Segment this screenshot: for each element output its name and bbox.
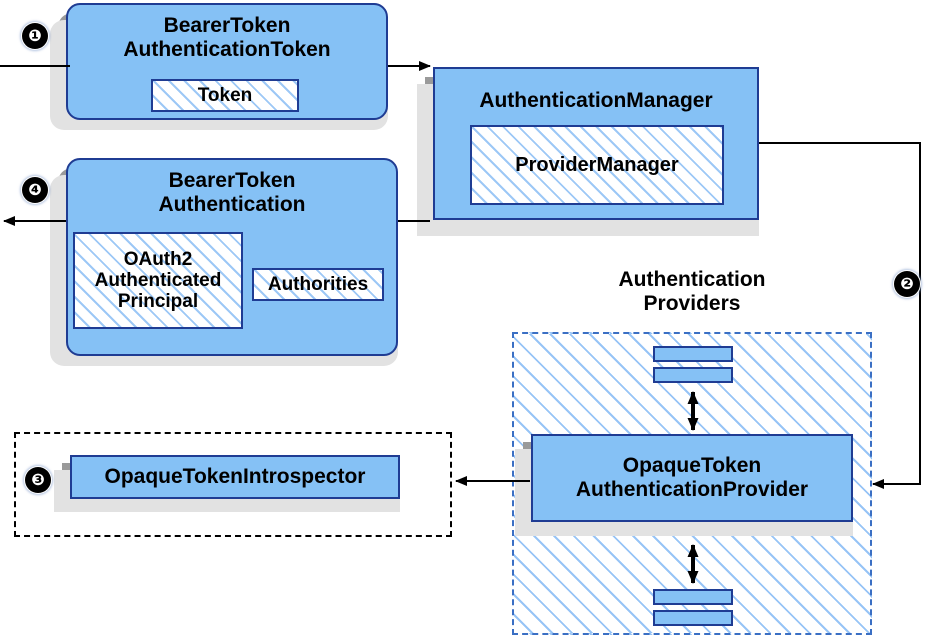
inner-token: Token xyxy=(151,79,299,112)
opaque-token-introspector-group xyxy=(14,432,452,537)
step-bullet-4: ❹ xyxy=(22,177,48,203)
bearer-token-authentication-line2: Authentication xyxy=(158,192,306,216)
authentication-providers-caption-line2: Providers xyxy=(643,291,741,315)
bearer-token-authentication-token-line2: AuthenticationToken xyxy=(123,37,331,61)
opaque-token-introspector-title: OpaqueTokenIntrospector xyxy=(104,465,366,489)
authentication-providers-caption-line1: Authentication xyxy=(618,268,766,291)
step-bullet-1: ❶ xyxy=(22,23,48,49)
provider-stack-bar-top-1 xyxy=(653,346,733,362)
authentication-providers-caption: Authentication Providers xyxy=(562,268,822,315)
step-bullet-3: ❸ xyxy=(25,467,51,493)
oauth2-principal-line1: OAuth2 xyxy=(123,248,193,270)
bearer-token-authentication-line1: BearerToken xyxy=(168,169,296,192)
inner-provider-manager: ProviderManager xyxy=(470,125,724,205)
opaque-token-authentication-provider-line2: AuthenticationProvider xyxy=(575,478,809,501)
step-bullet-2: ❷ xyxy=(894,271,920,297)
inner-authorities: Authorities xyxy=(252,268,384,301)
bearer-token-authentication-token-line1: BearerToken xyxy=(163,14,291,37)
node-bearer-token-authentication-token[interactable]: BearerToken AuthenticationToken xyxy=(66,3,388,120)
provider-stack-bar-bottom-1 xyxy=(653,589,733,605)
oauth2-principal-line2: Authenticated xyxy=(94,269,222,291)
opaque-token-authentication-provider-line1: OpaqueToken xyxy=(622,454,762,478)
node-opaque-token-authentication-provider[interactable]: OpaqueToken AuthenticationProvider xyxy=(531,434,853,522)
provider-stack-bar-top-2 xyxy=(653,367,733,383)
inner-oauth2-authenticated-principal: OAuth2 Authenticated Principal xyxy=(73,232,243,329)
authentication-manager-title: AuthenticationManager xyxy=(479,89,713,112)
oauth2-principal-line3: Principal xyxy=(117,291,199,313)
provider-stack-bar-bottom-2 xyxy=(653,610,733,626)
node-opaque-token-introspector[interactable]: OpaqueTokenIntrospector xyxy=(70,455,400,499)
